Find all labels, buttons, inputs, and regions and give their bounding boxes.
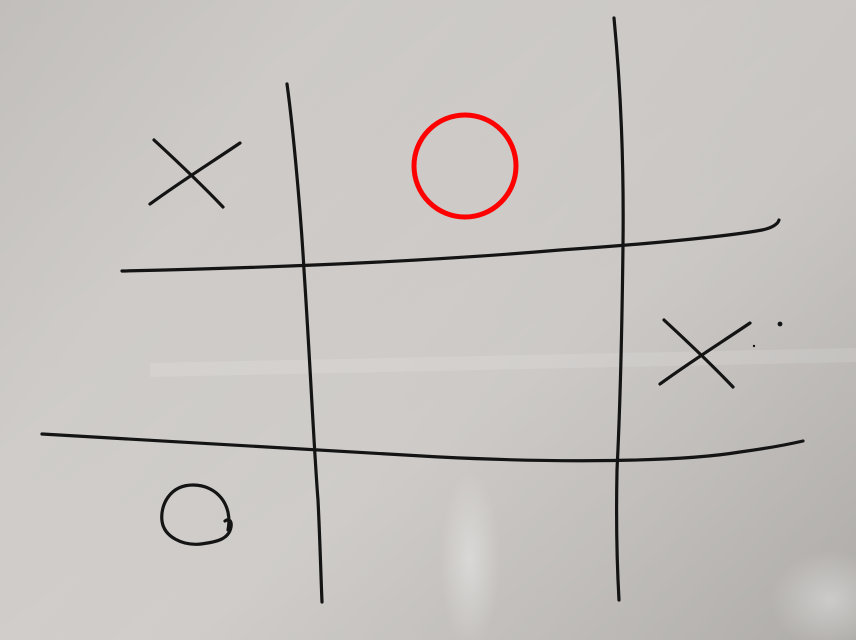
x-mark-stroke-a <box>148 141 242 206</box>
highlight-circle[interactable] <box>411 112 519 220</box>
x-mark-stroke-b <box>662 318 735 389</box>
paper-glare <box>440 470 500 640</box>
paper-fold <box>149 348 856 377</box>
x-mark-stroke-b <box>152 138 225 209</box>
grid-lines <box>40 16 805 604</box>
o-mark-stroke <box>160 483 233 546</box>
x-mark-r1-c2[interactable] <box>658 318 752 389</box>
x-mark-stroke-a <box>658 321 752 386</box>
ink-dot <box>777 321 783 327</box>
x-mark-r0-c0[interactable] <box>148 138 242 209</box>
o-mark-r2-c0[interactable] <box>160 483 233 546</box>
grid-line-horizontal-bottom <box>40 432 805 463</box>
paper-glare-corner <box>770 550 856 640</box>
grid-line-vertical-right <box>612 16 625 602</box>
ink-dot-small <box>752 344 756 348</box>
grid-line-vertical-left <box>285 82 324 604</box>
board-marks <box>148 138 752 546</box>
grid-line-horizontal-top <box>120 218 781 273</box>
